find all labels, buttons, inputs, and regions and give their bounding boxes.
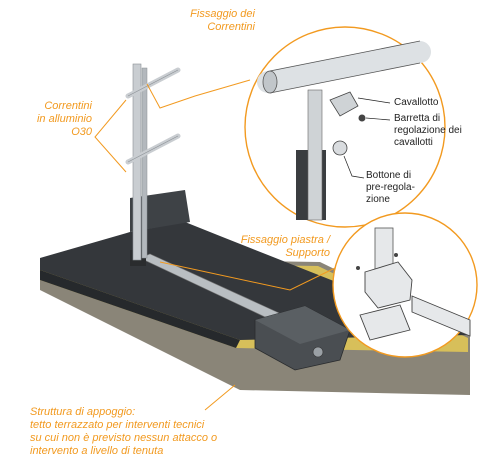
label-correntini-alluminio: Correntini in alluminio O30 <box>20 100 92 139</box>
label-fissaggio-correntini: Fissaggio dei Correntini <box>160 8 255 34</box>
plate-detail-screw <box>394 253 398 257</box>
label-cavallotto: Cavallotto <box>394 97 438 109</box>
post-back <box>142 68 147 258</box>
detail-circle-plate <box>333 213 477 357</box>
label-struttura-appoggio: Struttura di appoggio: tetto terrazzato … <box>30 406 260 458</box>
label-fissaggio-piastra: Fissaggio piastra / Supporto <box>225 234 330 260</box>
clamp-detail-button <box>333 141 347 155</box>
clamp-detail-post-face <box>308 90 322 220</box>
leader-correntini-alluminio <box>95 100 126 172</box>
base-weight-knob <box>313 347 323 357</box>
clamp-detail-nut <box>359 115 366 122</box>
leader-fissaggio-correntini <box>147 80 250 108</box>
plate-detail-screw <box>356 266 360 270</box>
label-barretta: Barretta di regolazione dei cavallotti <box>394 113 462 149</box>
clamp-detail-pipe-end <box>263 71 277 93</box>
label-bottone: Bottone di pre-regola- zione <box>366 170 415 206</box>
